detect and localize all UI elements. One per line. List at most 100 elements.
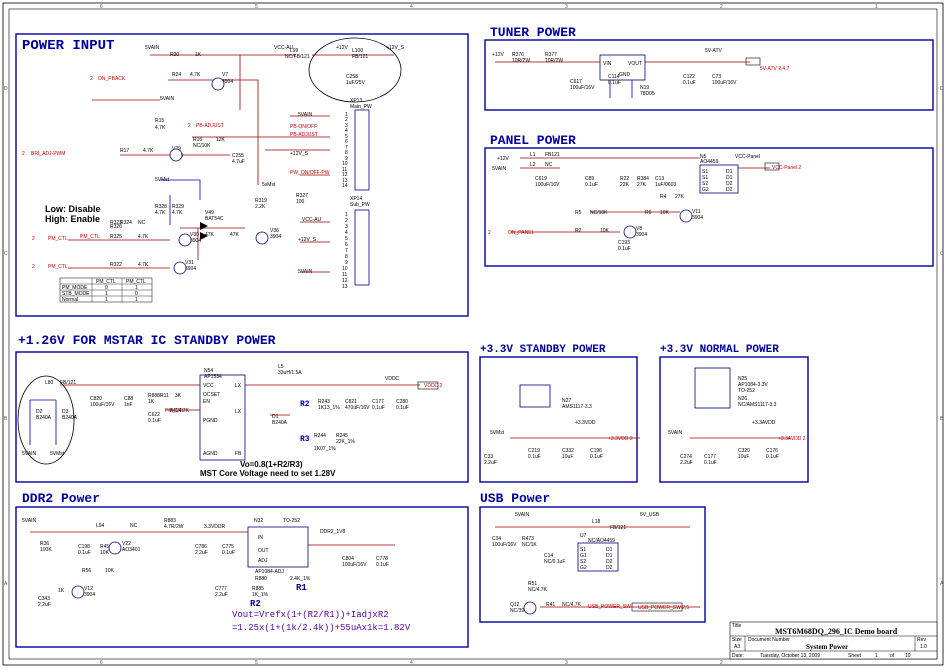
- part-label: 1uF/0603: [655, 182, 676, 188]
- part-label: 2.2uF: [680, 460, 693, 466]
- ic-pin: D2: [726, 181, 733, 187]
- r2-label: R2: [300, 400, 310, 409]
- pin-number: 11: [342, 167, 347, 173]
- part-label: NC: [545, 162, 553, 168]
- net-label: 5VAIN: [145, 45, 159, 51]
- part-label: C255: [232, 153, 244, 159]
- part-label: NC/10K: [193, 143, 211, 149]
- pin-number: 7: [345, 145, 348, 151]
- part-label: FB/121: [352, 54, 368, 60]
- net-label: +12V: [497, 156, 509, 162]
- ic-pin: AGND: [203, 451, 218, 457]
- core-voltage-note: MST Core Voltage need to set 1.28V: [200, 469, 336, 478]
- part-label: Main_PW: [350, 104, 372, 110]
- part-label: L80: [45, 380, 54, 386]
- part-label: C219: [528, 448, 540, 454]
- pin-number: 10: [342, 266, 348, 272]
- part-label: R245: [336, 433, 348, 439]
- net-label: 5VAIN: [160, 96, 174, 102]
- part-label: R322: [110, 262, 122, 268]
- pin-number: 2: [345, 117, 348, 123]
- net-label: VCC-Panel 2: [772, 165, 801, 171]
- part-label: D1: [272, 414, 279, 420]
- col-label: 4: [410, 660, 413, 666]
- part-label: V7: [222, 72, 228, 78]
- part-label: N25: [738, 376, 747, 382]
- standby-33-title: +3.3V STANDBY POWER: [480, 344, 606, 356]
- regulator-n19: [599, 54, 646, 81]
- transistor-v31: [173, 261, 187, 275]
- title-label: Title: [732, 623, 741, 629]
- part-label: 3904: [185, 266, 196, 272]
- part-label: N5: [700, 154, 707, 160]
- part-label: 10K: [600, 228, 610, 234]
- row-label: D: [4, 86, 8, 92]
- part-label: 1K: [148, 399, 155, 405]
- pin-number: 3: [345, 224, 348, 230]
- ic-pin: EN: [203, 399, 210, 405]
- part-label: R376: [512, 52, 524, 58]
- part-label: 2.4K_1%: [290, 576, 311, 582]
- board-title: MST6M68DQ_296_IC Demo board: [775, 627, 898, 636]
- net-label: 5VMst: [50, 451, 65, 457]
- part-label: R5: [575, 210, 582, 216]
- wire: [68, 54, 394, 273]
- part-label: B240A: [36, 415, 52, 421]
- standby-126-title: +1.26V FOR MSTAR IC STANDBY POWER: [18, 333, 276, 348]
- reg-pin: GND: [619, 72, 631, 78]
- part-label: 47K: [230, 232, 240, 238]
- net-label: 5V-ATV 2,4,7: [760, 66, 790, 72]
- standby-126-box: [15, 351, 469, 483]
- vout-formula-2: =1.25x(1+(1k/2.4k))+55uAx1k=1.82V: [232, 623, 411, 633]
- table-header: PM_CTL: [126, 279, 146, 285]
- net-label: VDDC 2: [424, 383, 443, 389]
- net-label: 5VAIN: [492, 166, 506, 172]
- net-label: USB_POWER_SW: [588, 604, 631, 610]
- part-label: V11: [692, 209, 701, 215]
- part-label: NC/3904: [510, 608, 530, 614]
- frame-row-labels: D C B A D C B A: [4, 86, 944, 587]
- date-value: Tuesday, October 13, 2009: [760, 653, 820, 659]
- part-label: D3: [62, 409, 69, 415]
- part-label: U7: [580, 533, 587, 539]
- part-label: V30: [190, 232, 199, 238]
- net-prefix: 2: [32, 264, 35, 270]
- col-label: 2: [720, 660, 723, 666]
- part-label: C88: [124, 396, 133, 402]
- table-cell: 1: [135, 285, 138, 291]
- panel-power-box: [484, 147, 934, 267]
- pin-number: 10: [342, 161, 348, 167]
- date-label: Date:: [732, 653, 744, 659]
- part-label: 100uF/16V: [712, 80, 737, 86]
- part-label: NC/0.1uF: [544, 559, 565, 565]
- part-label: R384: [637, 176, 649, 182]
- net-label: ON_PANEL: [508, 230, 535, 236]
- part-label: R15: [155, 118, 164, 124]
- net-label: +3.3VDD 2: [608, 436, 633, 442]
- part-label: R326: [110, 224, 122, 230]
- part-label: C14: [544, 553, 553, 559]
- part-label: R325: [110, 234, 122, 240]
- col-label: 5: [255, 4, 258, 10]
- part-label: C821: [345, 399, 357, 405]
- part-label: 4.7uF: [232, 159, 245, 165]
- table-cell: Normal: [62, 297, 78, 303]
- part-label: 4.7R/2W: [164, 524, 184, 530]
- net-label: +3.3AVDD: [752, 420, 776, 426]
- ddr2-power-section: DDR2 Power IN OUT ADJ 5VAIN 3.3VDDR DDR2…: [15, 491, 469, 648]
- part-label: NC/4.7K: [528, 587, 548, 593]
- table-cell: 0: [135, 291, 138, 297]
- part-label: FB/121: [60, 380, 76, 386]
- part-label: 2.2uF: [484, 460, 497, 466]
- ic-n54: [199, 374, 246, 461]
- net-prefix: 2: [32, 236, 35, 242]
- part-label: AP1534: [204, 374, 222, 380]
- ic-pin: S1: [702, 175, 708, 181]
- part-label: TO-252: [738, 388, 755, 394]
- part-label: C332: [562, 448, 574, 454]
- part-label: 3904: [692, 215, 703, 221]
- net-label: BRI_ADJ-PWM: [31, 151, 65, 157]
- tuner-power-section: TUNER POWER VIN VOUT GND +12V 5V-ATV 5V-…: [484, 25, 934, 111]
- pin-number: 3: [345, 123, 348, 129]
- part-label: R17: [120, 148, 129, 154]
